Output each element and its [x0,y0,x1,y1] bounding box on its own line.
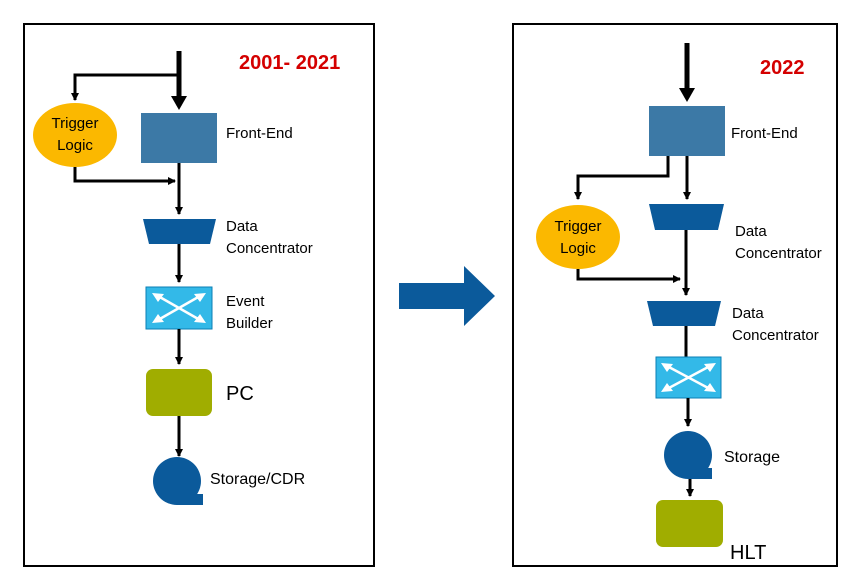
left-trigger-label-2: Logic [57,137,93,154]
right-front-end-label: Front-End [731,125,798,142]
left-storage-label: Storage/CDR [210,471,305,488]
left-event-builder-label-2: Builder [226,315,273,332]
left-year-label: 2001- 2021 [239,52,340,74]
left-pc-label: PC [226,383,254,405]
transition-arrow [399,266,495,326]
right-year-label: 2022 [760,57,805,79]
right-trigger-output-line [576,269,681,283]
left-front-end-box [141,113,217,163]
left-trigger-label-1: Trigger [52,115,99,132]
right-front-end-box [649,106,725,156]
left-data-concentrator [143,219,216,244]
right-panel-frame [512,23,838,567]
right-trigger-feed-line [574,156,670,200]
right-storage-icon [664,431,712,479]
left-event-builder-label-1: Event [226,293,265,310]
left-front-end-label: Front-End [226,125,293,142]
left-concentrator-label-1: Data [226,218,258,235]
left-event-builder-switch-icon [145,286,213,330]
left-trigger-logic [33,103,117,167]
right-storage-label: Storage [724,449,780,466]
right-data-concentrator-2 [647,301,721,326]
right-data-concentrator-1 [649,204,724,230]
left-panel: 2001- 2021 Trigger Logic Front-End Data … [23,23,375,567]
left-trigger-feed-line [71,73,179,101]
right-panel: 2022 Front-End Data Concentrator Trigger… [512,23,838,567]
right-concentrator-2-label-1: Data [732,305,764,322]
right-trigger-label-2: Logic [560,240,596,257]
left-trigger-output-line [73,167,176,185]
right-hlt-label: HLT [730,542,766,564]
right-concentrator-1-label-1: Data [735,223,767,240]
right-concentrator-1-label-2: Concentrator [735,245,822,262]
right-hlt-box [656,500,723,547]
right-trigger-logic [536,205,620,269]
left-pc-box [146,369,212,416]
right-switch-icon [655,356,722,399]
right-trigger-label-1: Trigger [555,218,602,235]
left-concentrator-label-2: Concentrator [226,240,313,257]
left-storage-icon [153,457,203,505]
right-concentrator-2-label-2: Concentrator [732,327,819,344]
